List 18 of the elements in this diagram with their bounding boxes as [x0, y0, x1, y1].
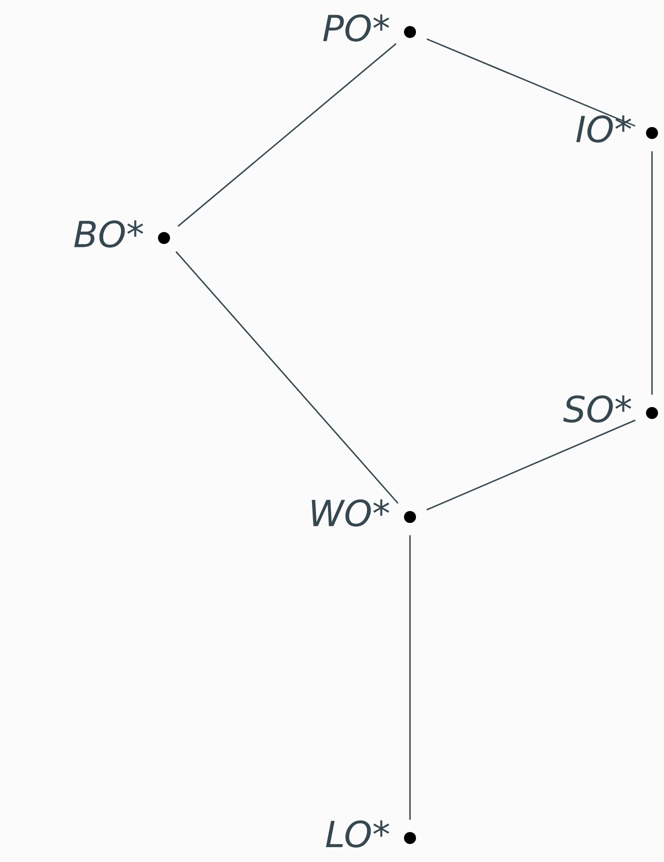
- labeled-point: IO*: [576, 115, 658, 143]
- line: [426, 420, 636, 510]
- labeled-point: BO*: [74, 220, 170, 248]
- node-label: IO*: [576, 115, 632, 143]
- node-label: BO*: [74, 220, 144, 248]
- line: [178, 43, 396, 227]
- line: [426, 38, 636, 127]
- line: [409, 535, 411, 820]
- line: [176, 251, 398, 504]
- line: [651, 151, 653, 395]
- node-label: WO*: [312, 499, 390, 527]
- node-label: LO*: [326, 820, 390, 848]
- labeled-point: PO*: [323, 14, 416, 42]
- node-label: PO*: [323, 14, 390, 42]
- labeled-point: WO*: [312, 499, 416, 527]
- node-label: SO*: [563, 395, 632, 423]
- labeled-point: LO*: [326, 820, 416, 848]
- labeled-point: SO*: [563, 395, 658, 423]
